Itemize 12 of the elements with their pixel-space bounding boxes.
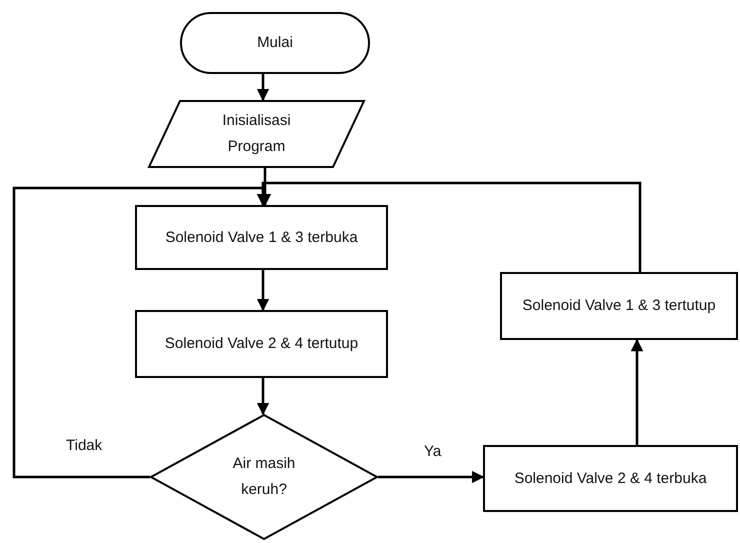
node-label: Inisialisasi Program [221,111,292,157]
arrow [256,378,270,416]
arrow [630,338,644,445]
node-label: Solenoid Valve 1 & 3 tertutup [522,296,716,316]
node-label: Air masih keruh? [232,454,296,500]
arrow [256,270,270,312]
node-label: Solenoid Valve 2 & 4 terbuka [514,468,707,488]
node-label: Solenoid Valve 1 & 3 terbuka [165,228,358,248]
arrow [378,470,484,484]
arrow [256,74,270,102]
node-label: Solenoid Valve 2 & 4 tertutup [164,334,358,354]
node-label: Mulai [257,33,293,53]
